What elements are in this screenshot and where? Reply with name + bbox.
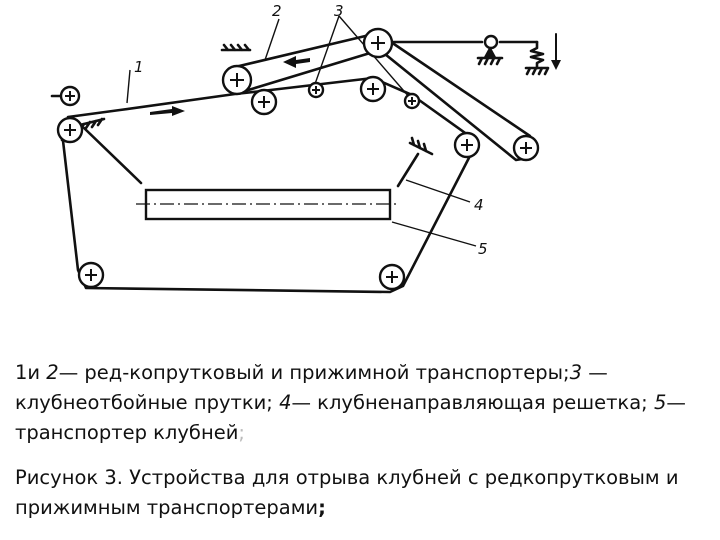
fixed-support-right xyxy=(408,136,434,156)
figure-legend: 1и 2— ред-копрутковый и прижимной трансп… xyxy=(15,358,715,448)
mechanism-diagram: 1 2 3 4 5 xyxy=(50,2,561,294)
legend-semicolon: ; xyxy=(238,421,245,444)
legend-item-3: — клубнеотбойные прутки; xyxy=(15,361,608,414)
leader-3a xyxy=(314,15,340,85)
legend-item-1: 1и xyxy=(15,361,47,384)
legend-num-2: 2 xyxy=(46,361,59,384)
spring-base xyxy=(524,66,550,76)
motion-arrow-right xyxy=(150,106,185,116)
leader-2 xyxy=(264,18,280,61)
figure-title-text: Рисунок 3. Устройства для отрыва клубней… xyxy=(15,466,679,519)
legend-item-12: — ред-копрутковый и прижимной транспорте… xyxy=(58,361,570,384)
figure-title-end: ; xyxy=(318,496,326,519)
label-4: 4 xyxy=(474,196,484,214)
fixed-support-top xyxy=(220,43,252,52)
label-3: 3 xyxy=(334,2,344,20)
pivot-roller xyxy=(483,34,499,50)
pivot-base xyxy=(476,56,504,66)
roller-marks xyxy=(64,36,532,283)
conveyor-descent-upper xyxy=(371,76,470,137)
pivot-triangle xyxy=(484,46,496,57)
guide-rod-left xyxy=(82,126,143,185)
force-arrowhead xyxy=(551,60,561,70)
leader-4 xyxy=(405,179,471,203)
legend-item-5: —транспортер клубней xyxy=(15,391,686,444)
label-2: 2 xyxy=(272,2,282,20)
leader-1 xyxy=(126,69,131,104)
leader-5 xyxy=(391,221,477,247)
motion-arrow-left xyxy=(283,56,310,68)
figure-title: Рисунок 3. Устройства для отрыва клубней… xyxy=(15,463,715,523)
guide-rod-right xyxy=(396,152,420,188)
spring xyxy=(529,40,545,70)
legend-num-5: 5 xyxy=(653,391,667,414)
legend-num-4: 4 xyxy=(279,391,292,414)
conveyor-belt-upper-run xyxy=(66,76,375,119)
legend-num-3: 3 xyxy=(569,361,583,384)
legend-item-4: — клубненаправляющая решетка; xyxy=(291,391,654,414)
label-5: 5 xyxy=(478,240,488,258)
label-1: 1 xyxy=(134,58,144,76)
tuber-conveyor-belt xyxy=(60,130,474,294)
